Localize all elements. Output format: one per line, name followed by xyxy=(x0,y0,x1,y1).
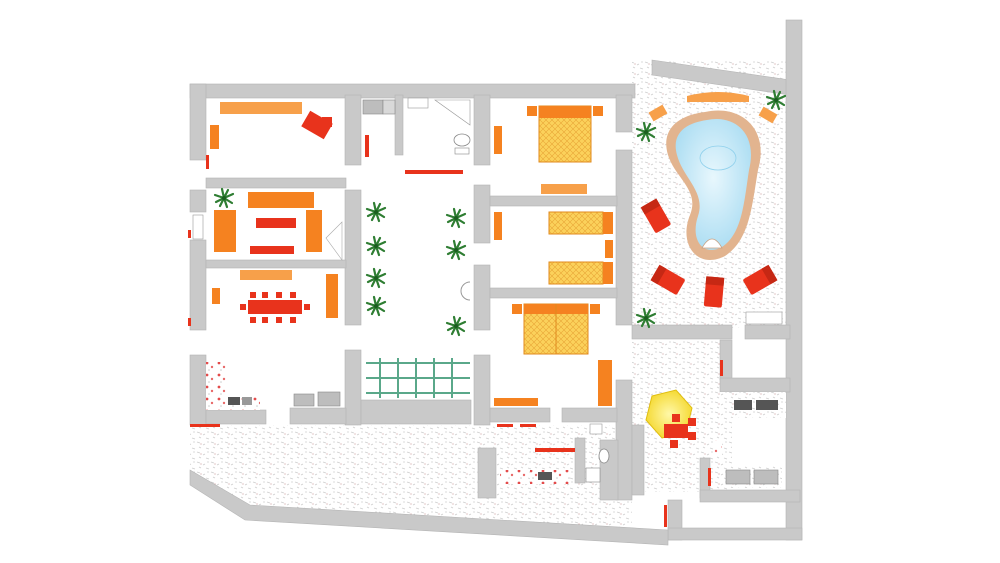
bed-icon xyxy=(548,261,604,285)
table-icon xyxy=(248,300,302,314)
sofa-icon xyxy=(248,192,314,208)
toilet-icon xyxy=(598,448,610,464)
walls xyxy=(189,19,803,546)
door-accents xyxy=(188,155,723,527)
guest-bathroom xyxy=(500,423,610,484)
living-room xyxy=(192,192,322,254)
bathroom xyxy=(362,97,471,174)
stove-icon xyxy=(734,400,752,410)
bed-icon xyxy=(548,211,604,235)
double-bedroom xyxy=(494,303,612,406)
master-bedroom xyxy=(494,105,603,194)
study xyxy=(210,102,333,149)
hallway-plants xyxy=(213,89,787,337)
shower-icon xyxy=(434,99,471,126)
stove-icon xyxy=(538,472,552,480)
twin-bedroom xyxy=(494,211,613,285)
staircase-icon xyxy=(366,358,470,398)
sun-lounger-icon xyxy=(703,276,725,308)
kitchen xyxy=(206,362,341,410)
toilet-icon xyxy=(453,133,471,147)
outdoor-kitchen xyxy=(645,389,786,488)
dining-room xyxy=(212,221,343,323)
stove-icon xyxy=(228,397,240,405)
pool-terrace xyxy=(640,92,783,325)
